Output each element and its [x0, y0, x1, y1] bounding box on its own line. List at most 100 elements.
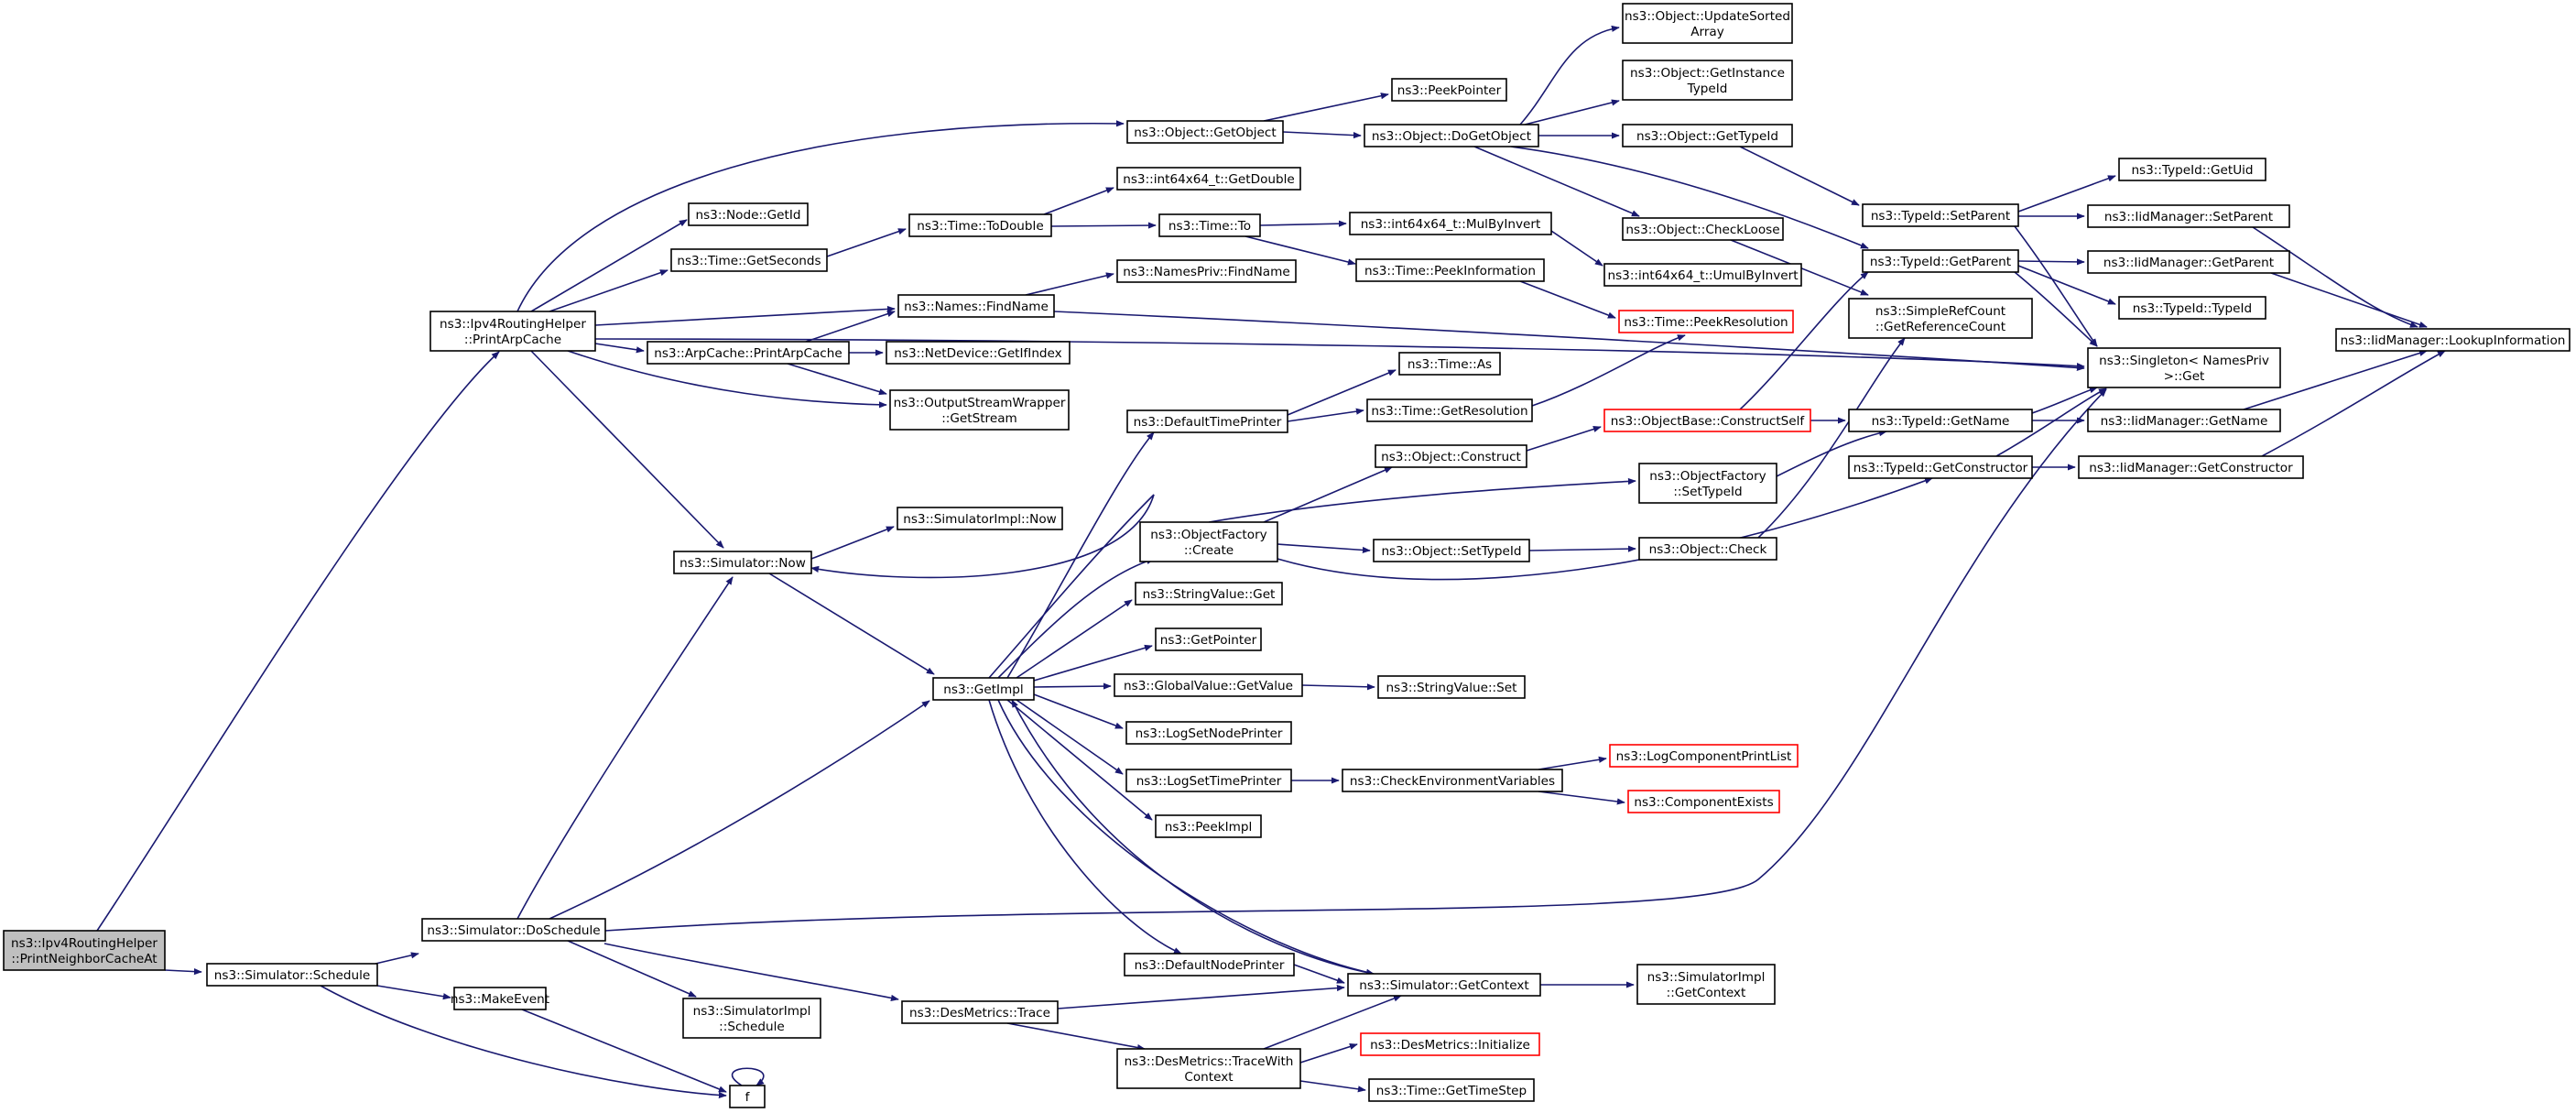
edge-getimpl-to-logsetnode	[1033, 693, 1124, 729]
node-box	[1342, 769, 1563, 792]
node-simplerefcount[interactable]: ns3::SimpleRefCount::GetReferenceCount	[1848, 298, 2033, 339]
node-getpointer[interactable]: ns3::GetPointer	[1155, 627, 1262, 651]
node-checkenv[interactable]: ns3::CheckEnvironmentVariables	[1342, 769, 1563, 792]
node-defnodeprinter[interactable]: ns3::DefaultNodePrinter	[1124, 953, 1295, 977]
node-box	[2078, 455, 2304, 479]
node-label: ns3::PeekImpl	[1165, 820, 1252, 835]
node-tidgetname[interactable]: ns3::TypeId::GetName	[1848, 409, 2033, 432]
edge-dogetobject-to-updsorted	[1519, 25, 1620, 125]
node-timegetstep[interactable]: ns3::Time::GetTimeStep	[1368, 1078, 1535, 1102]
node-root[interactable]: ns3::Ipv4RoutingHelper::PrintNeighborCac…	[3, 930, 166, 971]
node-tidgetuid[interactable]: ns3::TypeId::GetUid	[2118, 158, 2266, 181]
node-label: ns3::GlobalValue::GetValue	[1124, 679, 1293, 693]
node-objgettid[interactable]: ns3::Object::GetTypeId	[1622, 124, 1793, 147]
node-box	[3, 930, 166, 971]
node-timeas[interactable]: ns3::Time::As	[1398, 352, 1501, 376]
node-iidgetctor[interactable]: ns3::IidManager::GetConstructor	[2078, 455, 2304, 479]
node-desinit[interactable]: ns3::DesMetrics::Initialize	[1360, 1032, 1540, 1056]
node-objsettypeid[interactable]: ns3::Object::SetTypeId	[1373, 539, 1530, 562]
node-checkloose[interactable]: ns3::Object::CheckLoose	[1622, 217, 1784, 241]
node-timegetres[interactable]: ns3::Time::GetResolution	[1366, 398, 1533, 422]
node-strvalset[interactable]: ns3::StringValue::Set	[1377, 675, 1526, 699]
node-sched[interactable]: ns3::Simulator::Schedule	[206, 963, 378, 987]
node-namespriv[interactable]: ns3::NamesPriv::FindName	[1116, 259, 1297, 283]
node-peekres[interactable]: ns3::Time::PeekResolution	[1618, 310, 1794, 333]
edge-iidgetctor-to-iidlookup	[2261, 350, 2446, 457]
node-getobject[interactable]: ns3::Object::GetObject	[1126, 120, 1284, 144]
node-strvalget[interactable]: ns3::StringValue::Get	[1135, 582, 1283, 606]
node-label: ::Schedule	[719, 1020, 785, 1034]
node-netdev[interactable]: ns3::NetDevice::GetIfIndex	[886, 341, 1071, 365]
node-timetodouble[interactable]: ns3::Time::ToDouble	[908, 213, 1052, 237]
edge-tracewithctx-to-timegetstep	[1299, 1080, 1366, 1093]
node-logcomplist[interactable]: ns3::LogComponentPrintList	[1609, 744, 1799, 768]
node-box	[1366, 398, 1533, 422]
node-deftimeprinter[interactable]: ns3::DefaultTimePrinter	[1126, 409, 1288, 433]
node-tidtypeid[interactable]: ns3::TypeId::TypeId	[2118, 296, 2266, 320]
node-iidlookup[interactable]: ns3::IidManager::LookupInformation	[2335, 328, 2571, 352]
node-label: ns3::NetDevice::GetIfIndex	[894, 346, 1061, 361]
node-box	[901, 1000, 1059, 1024]
node-f[interactable]: f	[729, 1085, 766, 1108]
node-label: ns3::TypeId::GetParent	[1870, 255, 2011, 269]
node-namesfind[interactable]: ns3::Names::FindName	[897, 294, 1055, 318]
edge-deftimeprinter-to-timeas	[1287, 369, 1397, 416]
node-simgetctx[interactable]: ns3::Simulator::GetContext	[1347, 973, 1541, 997]
node-peekimpl[interactable]: ns3::PeekImpl	[1155, 814, 1262, 838]
node-iidsetparent[interactable]: ns3::IidManager::SetParent	[2087, 204, 2290, 228]
node-dosched[interactable]: ns3::Simulator::DoSchedule	[421, 918, 606, 942]
edge-getimpl-to-defnodeprinter	[988, 699, 1182, 955]
node-objcheck[interactable]: ns3::Object::Check	[1638, 537, 1777, 561]
node-logsetnode[interactable]: ns3::LogSetNodePrinter	[1125, 721, 1292, 745]
node-singleton[interactable]: ns3::Singleton< NamesPriv >::Get	[2087, 347, 2281, 388]
node-compexists[interactable]: ns3::ComponentExists	[1627, 790, 1780, 813]
node-objconstruct[interactable]: ns3::Object::Construct	[1375, 444, 1527, 468]
node-label: ns3::SimulatorImpl	[693, 1004, 811, 1019]
node-box	[670, 248, 828, 272]
node-constructself[interactable]: ns3::ObjectBase::ConstructSelf	[1603, 409, 1811, 432]
node-getimpl[interactable]: ns3::GetImpl	[932, 677, 1035, 701]
node-objfactcreate[interactable]: ns3::ObjectFactory::Create	[1139, 521, 1278, 562]
node-tidgetctor[interactable]: ns3::TypeId::GetConstructor	[1848, 455, 2033, 479]
node-label: ns3::LogSetTimePrinter	[1136, 774, 1282, 789]
node-label: ns3::Names::FindName	[904, 300, 1049, 314]
node-osw[interactable]: ns3::OutputStreamWrapper::GetStream	[889, 389, 1070, 431]
node-implgetctx[interactable]: ns3::SimulatorImpl::GetContext	[1636, 964, 1776, 1005]
node-tidgetparent[interactable]: ns3::TypeId::GetParent	[1862, 249, 2019, 273]
node-printarp[interactable]: ns3::Ipv4RoutingHelper::PrintArpCache	[429, 311, 596, 352]
node-mulbyinv[interactable]: ns3::int64x64_t::MulByInvert	[1349, 212, 1552, 235]
node-simnow[interactable]: ns3::Simulator::Now	[673, 551, 812, 574]
node-dogetobject[interactable]: ns3::Object::DoGetObject	[1364, 124, 1539, 147]
node-arpprint[interactable]: ns3::ArpCache::PrintArpCache	[647, 341, 850, 365]
node-tidsetparent[interactable]: ns3::TypeId::SetParent	[1862, 203, 2019, 227]
node-logsettime[interactable]: ns3::LogSetTimePrinter	[1125, 769, 1292, 792]
node-timegetsec[interactable]: ns3::Time::GetSeconds	[670, 248, 828, 272]
node-makeevent[interactable]: ns3::MakeEvent	[451, 987, 549, 1010]
node-box	[897, 294, 1055, 318]
edge-dosched-to-getimpl	[549, 700, 930, 920]
node-timeto[interactable]: ns3::Time::To	[1158, 213, 1261, 237]
node-implnow[interactable]: ns3::SimulatorImpl::Now	[897, 507, 1063, 530]
node-label: ns3::TypeId::TypeId	[2133, 301, 2252, 316]
edge-objsettypeid-to-objcheck	[1528, 545, 1636, 552]
node-nodegetid[interactable]: ns3::Node::GetId	[688, 202, 809, 226]
node-box	[2118, 296, 2266, 320]
node-int64getd[interactable]: ns3::int64x64_t::GetDouble	[1116, 167, 1301, 191]
node-iidgetname[interactable]: ns3::IidManager::GetName	[2087, 409, 2281, 432]
node-iidgetparent[interactable]: ns3::IidManager::GetParent	[2087, 250, 2290, 274]
node-label: ns3::Simulator::Now	[679, 556, 806, 571]
node-peekinfo[interactable]: ns3::Time::PeekInformation	[1355, 258, 1545, 282]
node-peekptr[interactable]: ns3::PeekPointer	[1391, 78, 1507, 102]
edge-checkenv-to-logcomplist	[1538, 756, 1607, 770]
node-desmetrace[interactable]: ns3::DesMetrics::Trace	[901, 1000, 1059, 1024]
node-box	[647, 341, 850, 365]
node-implsched[interactable]: ns3::SimulatorImpl::Schedule	[682, 998, 821, 1039]
node-ofsettid[interactable]: ns3::ObjectFactory::SetTypeId	[1638, 463, 1777, 504]
node-gvgetvalue[interactable]: ns3::GlobalValue::GetValue	[1114, 673, 1303, 697]
node-box	[889, 389, 1070, 431]
node-label: ns3::GetPointer	[1160, 633, 1257, 648]
node-umulbyinv[interactable]: ns3::int64x64_t::UmulByInvert	[1603, 263, 1802, 287]
